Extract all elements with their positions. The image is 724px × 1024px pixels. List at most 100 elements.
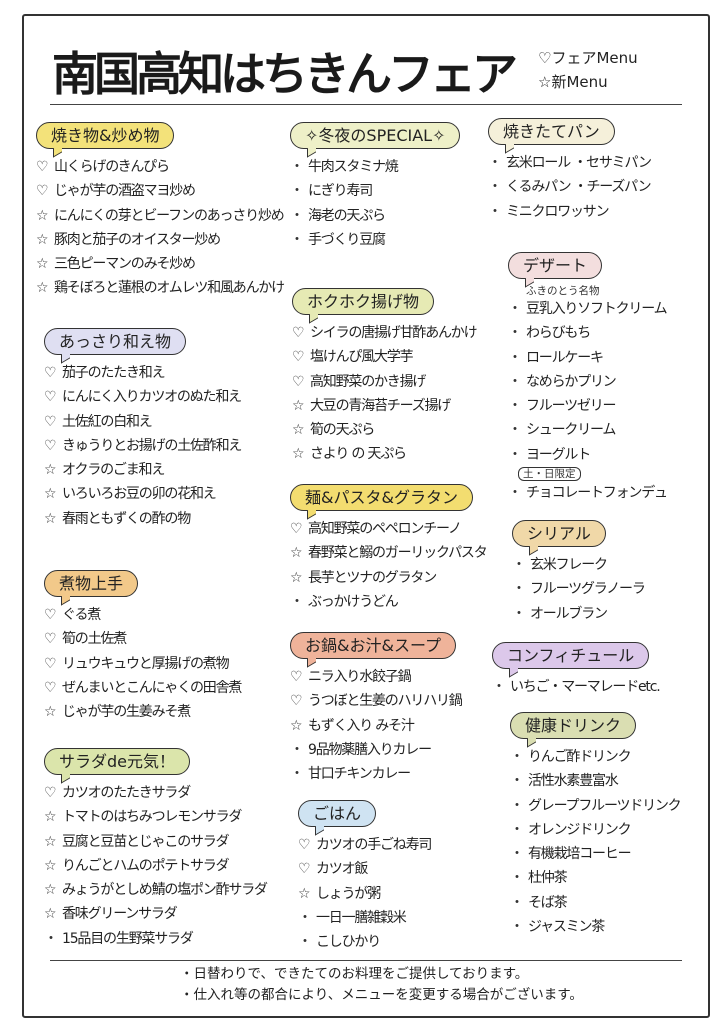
menu-item: ♡シイラの唐揚げ甘酢あんかけ [292, 321, 478, 345]
menu-section: シリアル・玄米フレーク・フルーツグラノーラ・オールブラン [512, 520, 646, 626]
section-heading: 焼き物&炒め物 [36, 122, 175, 149]
menu-item-name: 三色ピーマンのみそ炒め [54, 256, 196, 273]
bullet-icon: ・ [44, 930, 58, 947]
menu-item: ♡ニラ入り水餃子鍋 [290, 665, 462, 689]
menu-item-name: チョコレートフォンデュ [526, 485, 668, 502]
menu-item-name: 高知野菜のペペロンチーノ [308, 521, 462, 537]
section-heading: シリアル [512, 520, 606, 547]
bullet-icon: ・ [510, 894, 524, 911]
menu-item-name: 豆腐と豆苗とじゃこのサラダ [62, 833, 230, 850]
menu-item: ・有機栽培コーヒー [510, 842, 680, 866]
bullet-icon: ・ [508, 485, 522, 502]
menu-item: ・玄米フレーク [512, 553, 645, 577]
menu-item: ♡うつぼと生姜のハリハリ鍋 [290, 689, 463, 713]
star-icon: ☆ [298, 885, 311, 902]
menu-item-name: 玄米ロール ・セサミパン [506, 155, 652, 171]
menu-item: ・15品目の生野菜サラダ [44, 927, 267, 951]
bullet-icon: ・ [508, 325, 522, 342]
menu-item: ☆ オクラのごま和え [44, 458, 241, 482]
star-icon: ☆ [44, 906, 57, 923]
bullet-icon: ・ [508, 301, 522, 317]
menu-section: サラダde元気！♡カツオのたたきサラダ☆トマトのはちみつレモンサラダ☆豆腐と豆苗… [44, 748, 268, 951]
menu-item-name: みょうがとしめ鯖の塩ポン酢サラダ [62, 882, 268, 899]
legend-fair-menu: ♡フェアMenu [538, 49, 638, 67]
menu-item: ☆にんにくの芽とビーフンのあっさり炒め [36, 204, 285, 228]
heart-icon: ♡ [290, 669, 303, 685]
bullet-icon: ・ [290, 183, 304, 200]
menu-item: ♡山くらげのきんぴら [36, 155, 284, 179]
heart-icon: ♡ [44, 413, 57, 430]
menu-item: ・シュークリーム [508, 418, 667, 442]
menu-item-name: 土佐紅の白和え [62, 413, 153, 430]
menu-item-name: もずく入り みそ汁 [308, 717, 415, 734]
menu-item: ・オールブラン [512, 602, 645, 626]
star-icon: ☆ [292, 397, 305, 414]
menu-item: ☆りんごとハムのポテトサラダ [44, 854, 267, 878]
item-note: ふきのとう名物 [526, 285, 600, 297]
menu-item: ・いちご・マーマレードetc. [492, 675, 661, 699]
star-icon: ☆ [36, 280, 49, 297]
bullet-icon: ・ [488, 155, 502, 171]
section-heading: ✧冬夜のSPECIAL✧ [290, 122, 461, 149]
heart-icon: ♡ [298, 861, 311, 878]
menu-item-name: 茄子のたたき和え [62, 365, 166, 381]
menu-item-name: フルーツゼリー [526, 398, 617, 415]
star-icon: ☆ [290, 545, 303, 562]
menu-item: ☆もずく入り みそ汁 [290, 714, 462, 738]
menu-item: ・牛肉スタミナ焼 [290, 155, 460, 179]
bullet-icon: ・ [492, 679, 506, 695]
menu-item: ・ぶっかけうどん [290, 590, 487, 614]
menu-item: ☆ 香味グリーンサラダ [44, 902, 267, 926]
menu-item: ・フルーツグラノーラ [512, 577, 646, 601]
bullet-icon: ・ [510, 749, 524, 765]
menu-item-name: 筍の天ぷら [310, 422, 375, 439]
star-icon: ☆ [44, 882, 57, 899]
star-icon: ☆ [44, 510, 57, 527]
menu-item: ・なめらかプリン [508, 370, 667, 394]
menu-item-name: シュークリーム [526, 422, 616, 439]
menu-item-name: ミニクロワッサン [506, 203, 610, 220]
star-icon: ☆ [292, 422, 305, 439]
menu-item-name: オレンジドリンク [528, 821, 632, 838]
menu-item-name: じゃが芋の酒盗マヨ炒め [54, 183, 196, 200]
menu-item-name: オクラのごま和え [62, 462, 165, 479]
menu-item: ♡ぐる煮 [44, 603, 241, 627]
menu-section: 煮物上手♡ぐる煮♡筍の土佐煮♡リュウキュウと厚揚げの煮物♡ぜんまいとこんにゃくの… [44, 570, 242, 724]
star-icon: ☆ [44, 462, 57, 479]
legend: ♡フェアMenu ☆新Menu [538, 46, 638, 94]
menu-item: ☆じゃが芋の生姜みそ煮 [44, 700, 241, 724]
menu-item-name: 鶏そぼろと蓮根のオムレツ和風あんかけ [54, 280, 285, 297]
menu-item: ☆しょうが粥 [298, 882, 431, 906]
menu-item: ・ロールケーキ [508, 346, 667, 370]
section-heading: ごはん [298, 800, 377, 827]
menu-item-name: 手づくり豆腐 [308, 231, 386, 248]
section-heading: 健康ドリンク [510, 712, 637, 739]
menu-item-name: 長芋とツナのグラタン [308, 569, 437, 586]
bullet-icon: ・ [488, 179, 502, 196]
menu-item-name: 杜仲茶 [528, 870, 568, 887]
menu-item-name: 塩けんぴ風大学芋 [310, 349, 414, 366]
menu-item-name: 有機栽培コーヒー [528, 846, 632, 863]
menu-item-name: ジャスミン茶 [528, 919, 605, 936]
menu-item-name: 香味グリーンサラダ [62, 906, 178, 923]
menu-item: ・活性水素豊富水 [510, 769, 680, 793]
footer-note: ・日替わりで、できたてのお料理をご提供しております。 [180, 966, 529, 982]
menu-item: ♡リュウキュウと厚揚げの煮物 [44, 652, 241, 676]
menu-item: ♡にんにく入りカツオのぬた和え [44, 385, 242, 409]
footer-divider [50, 960, 682, 961]
menu-item: ♡カツオ飯 [298, 857, 431, 881]
menu-item-name: 海老の天ぷら [308, 207, 386, 224]
menu-item-name: 牛肉スタミナ焼 [308, 159, 399, 175]
menu-item-name: 豆乳入りソフトクリーム [526, 301, 668, 317]
menu-section: コンフィチュール・いちご・マーマレードetc. [492, 642, 661, 699]
menu-item-name: 活性水素豊富水 [528, 773, 619, 790]
heart-icon: ♡ [36, 183, 49, 200]
bullet-icon: ・ [512, 581, 526, 598]
menu-item-name: 山くらげのきんぴら [54, 159, 170, 175]
menu-item-name: ヨーグルト [526, 446, 591, 463]
menu-item-name: 筍の土佐煮 [62, 631, 127, 648]
star-icon: ☆ [36, 231, 49, 248]
menu-item: ♡塩けんぴ風大学芋 [292, 345, 476, 369]
section-heading: 麺&パスタ&グラタン [290, 484, 473, 511]
bullet-icon: ・ [512, 605, 526, 622]
